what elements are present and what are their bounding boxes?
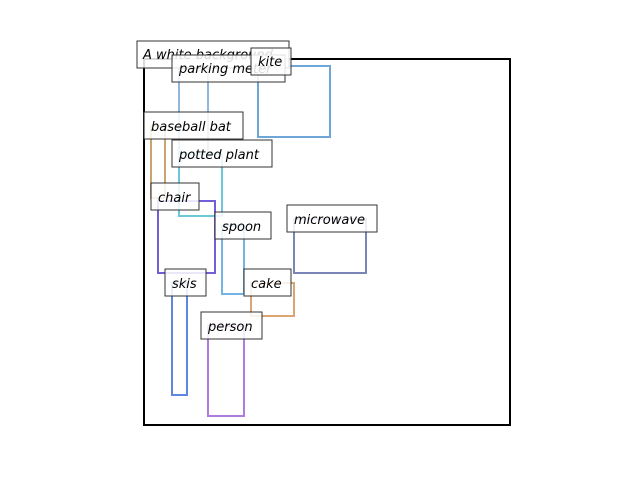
label-baseball-bat: baseball bat [143, 111, 244, 140]
label-microwave: microwave [286, 204, 378, 233]
label-box [286, 204, 378, 233]
label-text: chair [158, 191, 192, 206]
label-text: cake [251, 277, 282, 292]
label-text: person [207, 320, 253, 335]
label-box [243, 268, 292, 297]
box-kite [257, 65, 331, 138]
object-labels: parking meter kite baseball bat potted p… [143, 47, 378, 340]
label-text: microwave [294, 213, 365, 228]
label-box [143, 111, 244, 140]
label-kite: kite [250, 47, 292, 76]
label-text: spoon [222, 220, 261, 235]
box-chair [157, 200, 216, 274]
label-potted-plant: potted plant [171, 139, 273, 168]
label-box [150, 182, 200, 211]
label-box [164, 268, 207, 297]
label-box [214, 211, 272, 240]
label-person: person [200, 311, 263, 340]
label-chair: chair [150, 182, 200, 211]
box-skis [171, 282, 188, 396]
label-box [200, 311, 263, 340]
label-text: skis [172, 277, 197, 292]
label-spoon: spoon [214, 211, 272, 240]
label-text: parking meter [178, 62, 273, 77]
label-skis: skis [164, 268, 207, 297]
label-cake: cake [243, 268, 292, 297]
label-box [250, 47, 292, 76]
label-text: baseball bat [151, 120, 232, 135]
label-text: kite [258, 55, 282, 70]
label-box [171, 139, 273, 168]
canvas-frame [143, 58, 511, 426]
label-text: potted plant [178, 148, 260, 163]
